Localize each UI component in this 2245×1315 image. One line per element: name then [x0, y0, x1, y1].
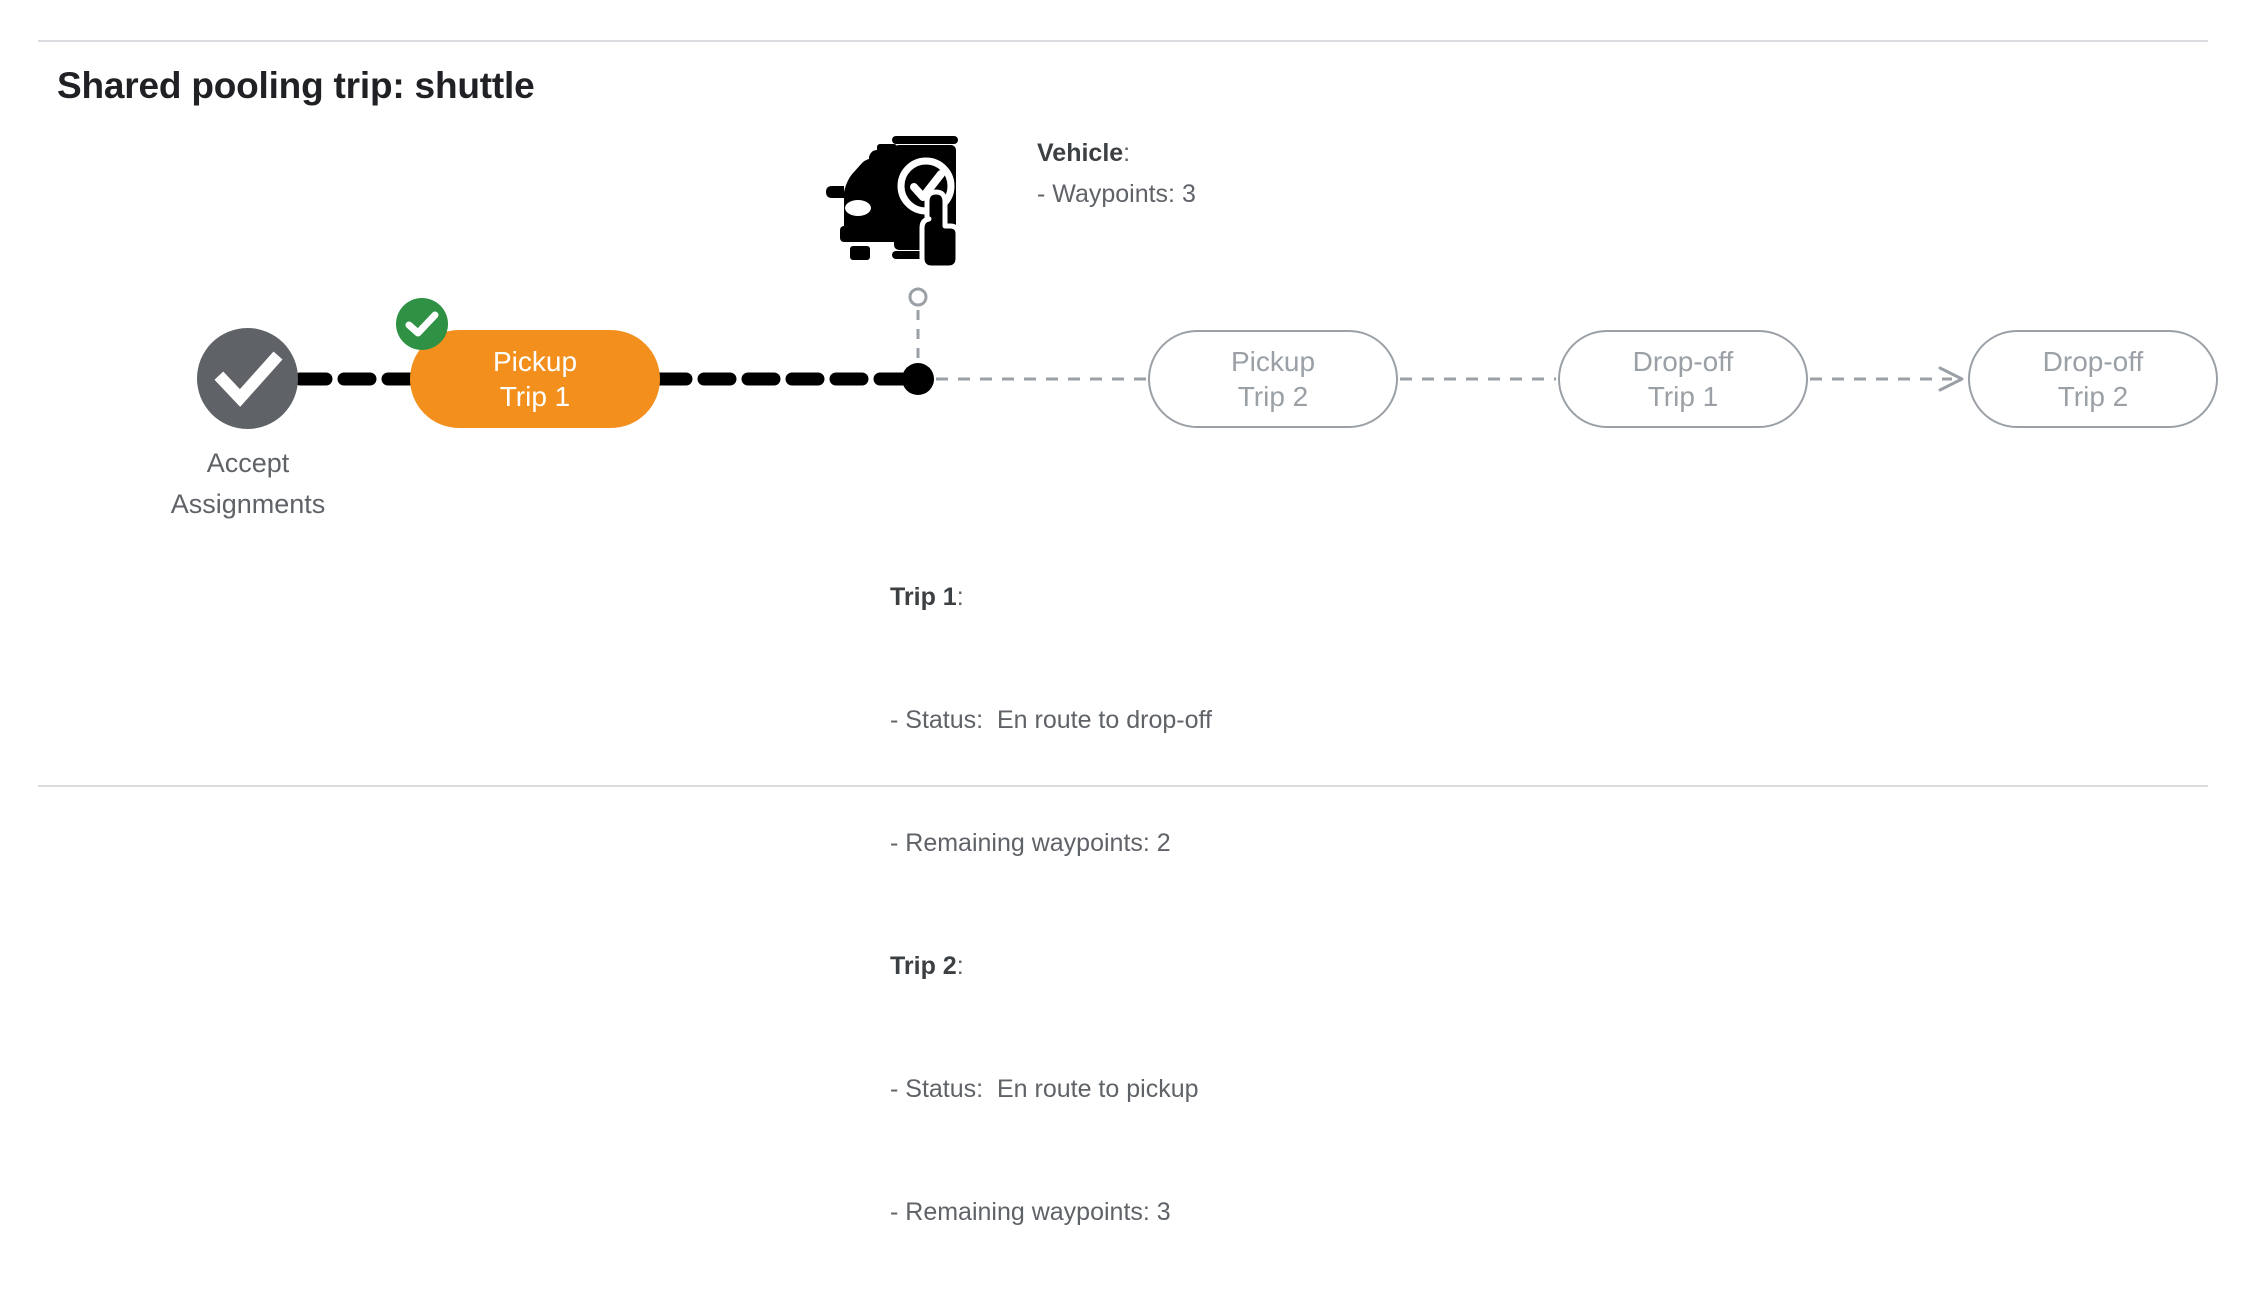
node-pickup-trip-1-line-2: Trip 1: [499, 381, 571, 412]
trip-1-heading-text: Trip 1: [890, 583, 957, 611]
node-pickup-trip-2-line-1: Pickup: [1230, 346, 1316, 377]
accept-label-line-2: Assignments: [170, 489, 326, 519]
page-title: Shared pooling trip: shuttle: [57, 65, 535, 106]
node-dropoff-trip-1-line-1: Drop-off: [1632, 346, 1734, 377]
trip-2-status: - Status: En route to pickup: [890, 1075, 1199, 1103]
trip-2-heading-suffix: :: [956, 952, 964, 980]
trip-details-block: Trip 1: - Status: En route to drop-off -…: [890, 495, 1212, 1315]
node-dropoff-trip-1[interactable]: Drop-off Trip 1: [1558, 330, 1808, 428]
car-phone-check-icon: [826, 136, 961, 270]
diagram-canvas: Shared pooling trip: shuttle Accept Assi…: [38, 40, 2218, 1226]
vehicle-info-heading: Vehicle:: [1037, 133, 1196, 174]
node-pickup-trip-1[interactable]: Pickup Trip 1: [410, 330, 660, 428]
node-dropoff-trip-2[interactable]: Drop-off Trip 2: [1968, 330, 2218, 428]
node-accept-assignments[interactable]: [197, 328, 298, 429]
vehicle-info-block: Vehicle: - Waypoints: 3: [1037, 133, 1196, 215]
node-pickup-trip-2[interactable]: Pickup Trip 2: [1148, 330, 1398, 428]
node-pickup-trip-1-line-1: Pickup: [492, 346, 578, 377]
node-accept-assignments-label: Accept Assignments: [98, 443, 398, 525]
vehicle-position-marker: [902, 363, 934, 395]
node-dropoff-trip-2-line-1: Drop-off: [2042, 346, 2144, 377]
node-dropoff-trip-2-line-2: Trip 2: [2057, 381, 2129, 412]
divider-bottom: [38, 785, 2208, 787]
trip-2-heading-text: Trip 2: [890, 952, 957, 980]
trip-1-status: - Status: En route to drop-off: [890, 706, 1212, 734]
trip-2-waypoints: - Remaining waypoints: 3: [890, 1198, 1171, 1226]
connector-arrowhead: [1938, 366, 1964, 392]
accept-label-line-1: Accept: [206, 448, 290, 478]
node-dropoff-trip-1-line-2: Trip 1: [1647, 381, 1719, 412]
trip-1-heading: Trip 1:: [890, 577, 1212, 618]
vehicle-info-heading-suffix: :: [1123, 139, 1131, 167]
trip-2-heading: Trip 2:: [890, 946, 1212, 987]
divider-top: [38, 40, 2208, 42]
trip-1-waypoints: - Remaining waypoints: 2: [890, 829, 1171, 857]
trip-1-heading-suffix: :: [956, 583, 964, 611]
vehicle-info-heading-text: Vehicle: [1037, 139, 1124, 167]
node-pickup-trip-2-line-2: Trip 2: [1237, 381, 1309, 412]
check-circle-icon: [214, 351, 283, 407]
check-badge-icon: [396, 298, 448, 350]
vehicle-info-waypoints: - Waypoints: 3: [1037, 180, 1196, 208]
vehicle-leader-endpoint: [908, 287, 928, 307]
